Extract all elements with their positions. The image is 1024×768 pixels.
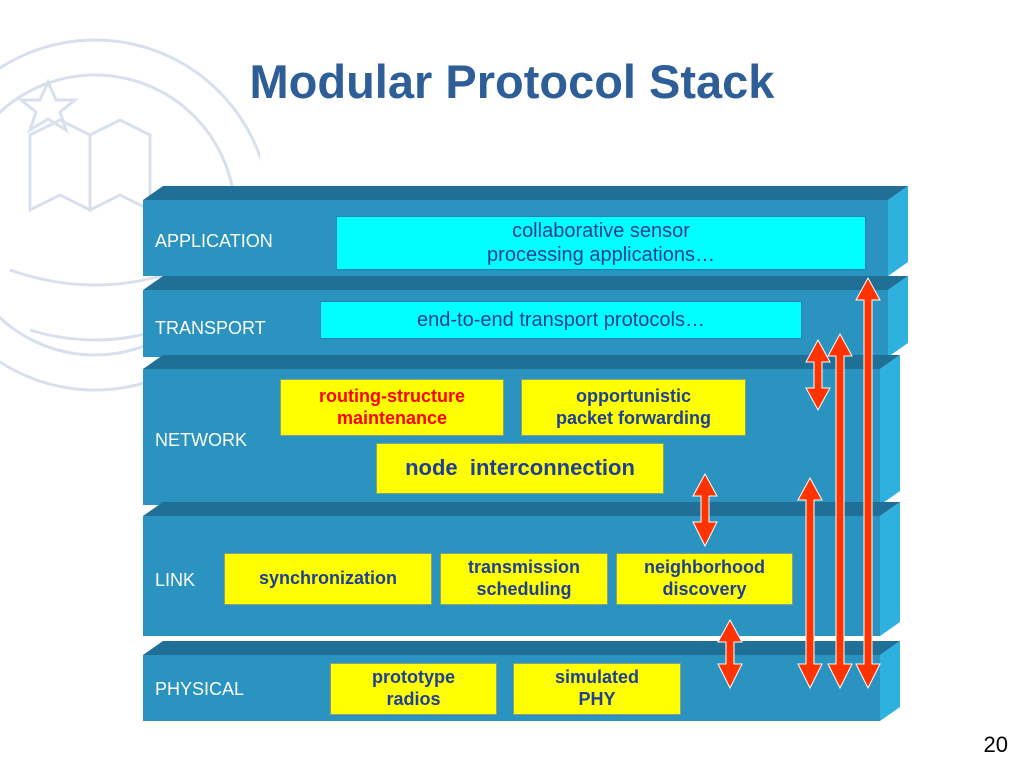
layer-physical-slab [143, 641, 900, 721]
box-transmission-scheduling: transmission scheduling [440, 553, 608, 605]
layer-label-application: APPLICATION [155, 231, 273, 251]
arrow-application-physical [855, 276, 881, 690]
box-text-line: transmission [467, 557, 581, 578]
box-opportunistic-packet-forwarding: opportunistic packet forwarding [521, 379, 746, 436]
box-simulated-phy: simulated PHY [513, 663, 681, 715]
arrow-network-physical [797, 476, 823, 690]
layer-label-physical: PHYSICAL [155, 679, 245, 699]
box-text-line: simulated [554, 667, 640, 688]
box-routing-structure-maintenance: routing-structure maintenance [280, 379, 504, 436]
box-text-line: PHY [578, 689, 616, 709]
layer-label-network: NETWORK [155, 430, 247, 450]
box-end-to-end-transport: end-to-end transport protocols… [320, 301, 802, 339]
layer-label-link: LINK [155, 570, 196, 590]
box-collaborative-sensor-apps: collaborative sensor processing applicat… [336, 216, 866, 270]
box-text-line: node interconnection [405, 455, 635, 481]
arrow-link-physical [717, 618, 743, 690]
box-text-line: routing-structure [319, 385, 465, 406]
box-synchronization: synchronization [224, 553, 432, 605]
arrow-transport-physical [827, 332, 853, 690]
box-text-line: neighborhood [644, 557, 765, 578]
box-text-line: discovery [662, 579, 747, 599]
box-text-line: packet forwarding [555, 407, 712, 428]
box-text-line: radios [386, 689, 441, 709]
box-node-interconnection: node interconnection [376, 443, 664, 494]
box-text-line: prototype [372, 667, 455, 688]
layer-label-transport: TRANSPORT [155, 318, 266, 338]
arrow-transport-network [805, 338, 831, 412]
box-text-line: collaborative sensor [512, 220, 690, 242]
box-text-line: scheduling [476, 579, 572, 599]
box-prototype-radios: prototype radios [330, 663, 497, 715]
page-number: 20 [983, 732, 1008, 757]
box-text-line: opportunistic [576, 385, 691, 406]
box-text-line: maintenance [336, 407, 448, 428]
box-text-line: synchronization [258, 568, 397, 589]
arrow-network-link [692, 472, 718, 548]
box-text-line: end-to-end transport protocols… [417, 309, 705, 331]
page-title: Modular Protocol Stack [249, 55, 775, 108]
box-text-line: processing applications… [487, 244, 715, 266]
box-neighborhood-discovery: neighborhood discovery [616, 553, 793, 605]
